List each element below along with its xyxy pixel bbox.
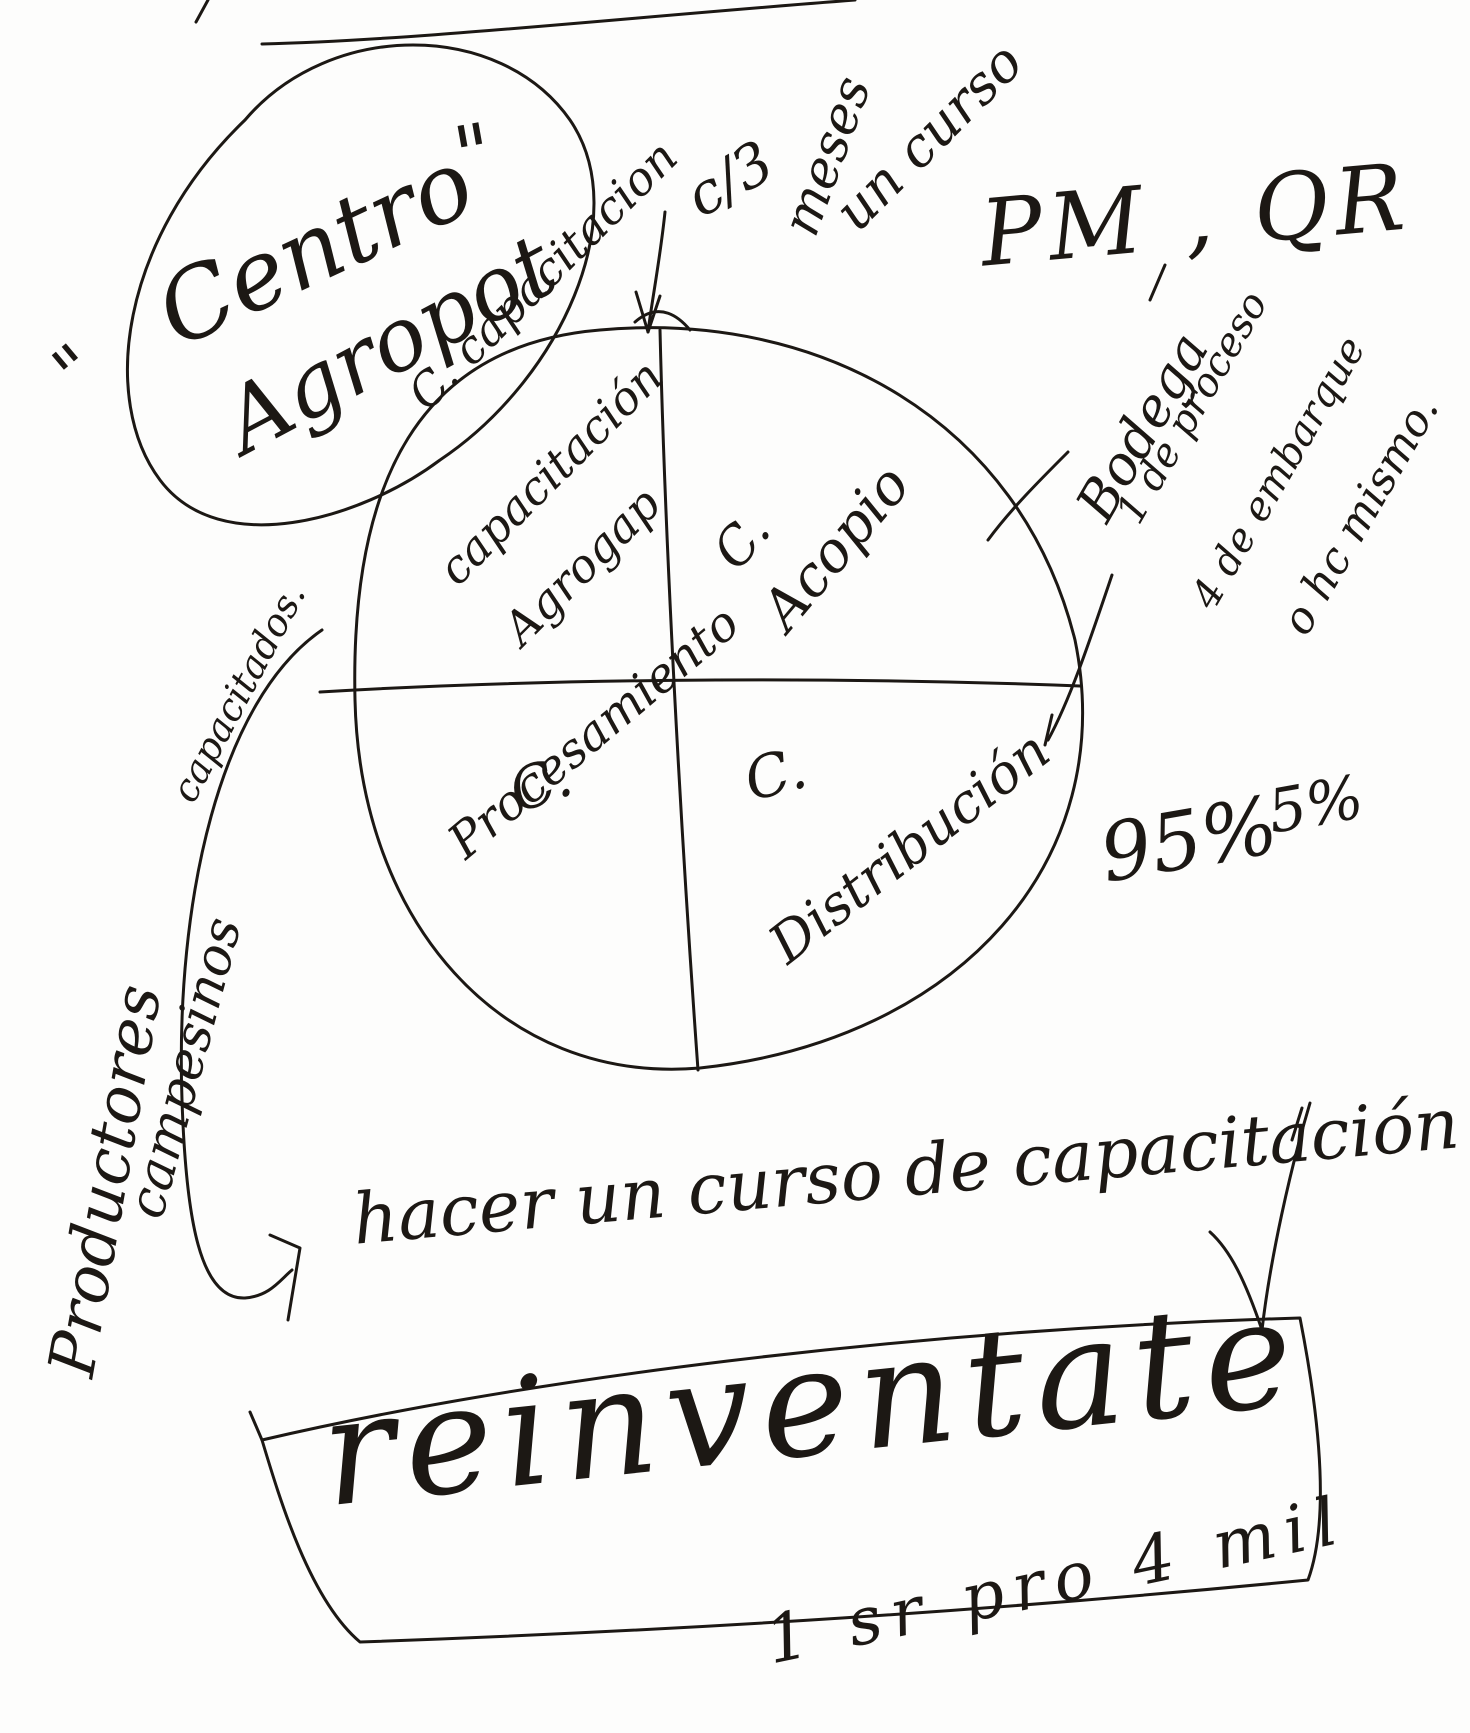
program-box-left-tail bbox=[248, 1410, 264, 1442]
distribution-bracket bbox=[1046, 573, 1114, 742]
course-pointer-arrowhead bbox=[634, 290, 662, 334]
top-tick-mark bbox=[194, 0, 210, 24]
program-checkmark bbox=[1208, 1101, 1312, 1332]
program-checkmark-stroke bbox=[1290, 1106, 1304, 1142]
hub-ellipse bbox=[126, 43, 596, 527]
quadrant-vertical-divider bbox=[658, 328, 700, 1072]
quadrant-horizontal-divider bbox=[318, 678, 1082, 694]
circle-cap-mark bbox=[633, 310, 692, 332]
bodega-connector-line bbox=[986, 450, 1070, 542]
bodega-slash-top bbox=[1148, 263, 1167, 302]
distribution-tick bbox=[1043, 713, 1054, 747]
course-pointer-arrow bbox=[646, 210, 667, 334]
productores-curve-arrow bbox=[179, 628, 324, 1300]
top-divider-line bbox=[260, 0, 857, 46]
percent-rest-note: 5% bbox=[1262, 762, 1369, 848]
productores-arrowhead bbox=[268, 1233, 302, 1322]
quadrant-circle bbox=[353, 326, 1085, 1071]
program-box bbox=[260, 1316, 1322, 1644]
